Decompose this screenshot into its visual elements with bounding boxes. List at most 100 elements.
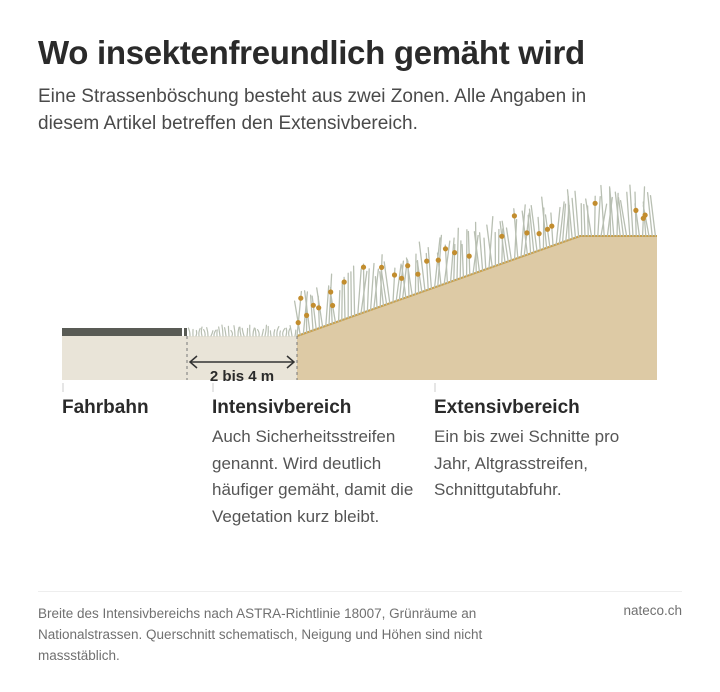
tall-grass-blade bbox=[459, 240, 462, 279]
short-grass-blade bbox=[213, 329, 217, 337]
tall-grass-blade bbox=[609, 187, 615, 237]
tall-grass-blade bbox=[505, 227, 513, 261]
flower-dot bbox=[316, 305, 322, 311]
short-grass-blade bbox=[200, 326, 203, 337]
flower-dot bbox=[399, 275, 405, 281]
tall-grass-blade bbox=[574, 190, 580, 238]
short-grass-blade bbox=[206, 327, 209, 337]
tall-grass-blade bbox=[374, 275, 378, 309]
tall-grass-blade bbox=[337, 290, 341, 322]
tall-grass-blade bbox=[600, 184, 605, 237]
short-grass-blade bbox=[264, 324, 268, 337]
page-subtitle: Eine Strassenböschung besteht aus zwei Z… bbox=[38, 86, 587, 134]
short-grass-blade bbox=[198, 327, 201, 337]
tall-grass-blade bbox=[488, 216, 494, 269]
flower-dot bbox=[511, 213, 517, 219]
tall-grass-blade bbox=[649, 194, 657, 237]
tall-grass-blade bbox=[530, 204, 538, 252]
short-grass-blade bbox=[288, 327, 291, 337]
tall-grass-blade bbox=[580, 203, 583, 237]
short-grass-blade bbox=[282, 327, 286, 337]
tall-grass-blade bbox=[379, 271, 385, 307]
footer-divider bbox=[38, 591, 682, 592]
tall-grass-blade bbox=[646, 191, 653, 237]
flower-dot bbox=[633, 207, 639, 213]
tall-grass-blade bbox=[597, 195, 601, 237]
tall-grass-blade bbox=[483, 237, 487, 270]
tall-grass-blade bbox=[328, 273, 333, 326]
short-grass-blade bbox=[289, 325, 293, 337]
tall-grass-blade bbox=[405, 257, 413, 296]
tall-grass-blade bbox=[302, 291, 309, 335]
flower-dot bbox=[424, 258, 430, 264]
tall-grass-blade bbox=[501, 228, 504, 265]
tall-grass-blade bbox=[311, 295, 317, 330]
short-grass-blade bbox=[276, 325, 280, 337]
slope-edge bbox=[296, 235, 657, 337]
tall-grass-blade bbox=[513, 218, 518, 260]
tall-grass-blade bbox=[527, 214, 532, 255]
flower-dot bbox=[304, 312, 310, 318]
tall-grass-blade bbox=[293, 300, 301, 336]
tall-grass-blade bbox=[486, 224, 493, 268]
tall-grass-blade bbox=[583, 203, 586, 237]
tall-grass-blade bbox=[642, 205, 650, 237]
tall-grass-blade bbox=[634, 203, 641, 237]
short-grass-blade bbox=[241, 327, 245, 337]
short-grass-blade bbox=[218, 326, 221, 337]
flower-dot bbox=[642, 212, 648, 218]
zone-desc-intensiv: Auch Sicherheitsstreifen genannt. Wird d… bbox=[212, 427, 414, 526]
short-grass-blade bbox=[256, 328, 260, 337]
slope-embankment bbox=[297, 236, 657, 380]
page-title: Wo insektenfreundlich gemäht wird bbox=[38, 34, 585, 71]
flower-dot bbox=[452, 250, 458, 256]
tall-grass-blade bbox=[593, 195, 596, 237]
dimension-arrowhead-right bbox=[286, 355, 296, 369]
short-grass-blade bbox=[294, 329, 297, 337]
flower-dot bbox=[330, 302, 336, 309]
flower-dot bbox=[310, 302, 316, 308]
tall-grass-blade bbox=[296, 290, 303, 337]
tall-grass-blade bbox=[513, 208, 519, 259]
tall-grass-blade bbox=[467, 230, 471, 276]
roadside-cross-section: 2 bis 4 m bbox=[62, 184, 657, 392]
tall-grass-blade bbox=[416, 260, 423, 293]
short-grass-blade bbox=[210, 330, 214, 337]
dimension-label: 2 bis 4 m bbox=[210, 368, 274, 385]
short-grass-blade bbox=[233, 325, 236, 337]
flower-dot bbox=[524, 230, 530, 236]
flower-dot bbox=[415, 271, 421, 277]
zone-title-fahrbahn: Fahrbahn bbox=[62, 397, 149, 418]
short-grass-blade bbox=[227, 325, 230, 337]
intensive-short-grass bbox=[187, 324, 297, 337]
tall-grass-blade bbox=[478, 232, 484, 272]
tall-grass-blade bbox=[350, 271, 353, 318]
short-grass-blade bbox=[195, 329, 198, 337]
tall-grass-blade bbox=[309, 294, 314, 331]
tall-grass-blade bbox=[566, 189, 573, 240]
tall-grass-blade bbox=[449, 237, 455, 283]
short-grass-blade bbox=[224, 327, 227, 337]
zone-desc-extensiv: Ein bis zwei Schnitte pro Jahr, Altgrass… bbox=[434, 427, 620, 499]
tall-grass-blade bbox=[614, 191, 621, 237]
flower-dot bbox=[298, 295, 304, 301]
flower-dot bbox=[592, 200, 598, 206]
tall-grass-blade bbox=[303, 290, 311, 333]
dimension-arrowhead-left bbox=[188, 355, 198, 369]
short-grass-blade bbox=[273, 329, 276, 337]
flower-dot bbox=[536, 231, 542, 237]
tall-grass-blade bbox=[501, 220, 509, 263]
flower-dot bbox=[549, 223, 555, 229]
flower-dot bbox=[442, 246, 449, 252]
tall-grass-blade bbox=[617, 196, 625, 237]
footer-note: Breite des Intensivbereichs nach ASTRA-R… bbox=[38, 606, 483, 663]
short-grass-blade bbox=[269, 330, 272, 337]
flower-dot bbox=[499, 233, 505, 239]
tall-grass-blade bbox=[626, 191, 631, 237]
source-credit: nateco.ch bbox=[623, 603, 682, 618]
tall-grass-blade bbox=[443, 240, 451, 285]
tall-grass-blade bbox=[456, 227, 459, 281]
short-grass-blade bbox=[239, 326, 242, 337]
flower-dot bbox=[466, 253, 472, 259]
